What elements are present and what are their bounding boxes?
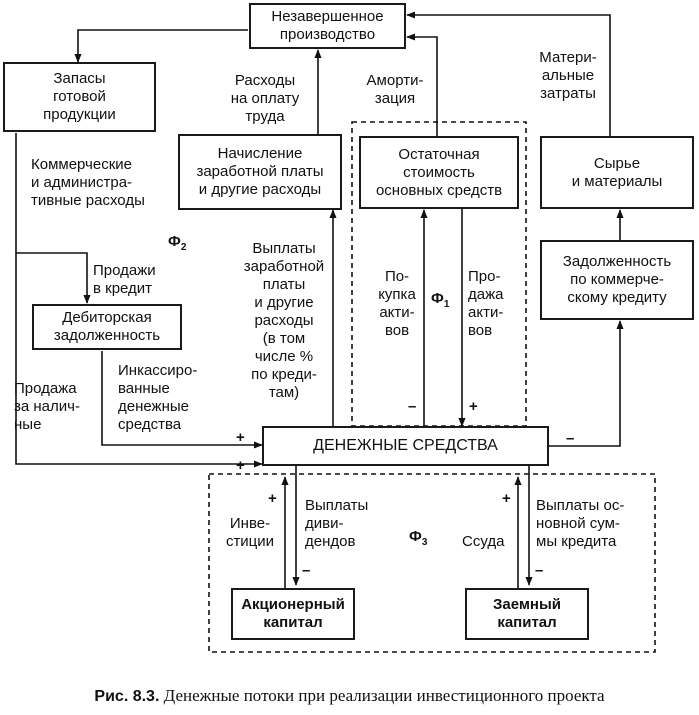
caption-number: Рис. 8.3. xyxy=(94,688,160,705)
label-principal-repayment: Выплаты ос- новной сум- мы кредита xyxy=(536,497,625,550)
sign-loan-plus: + xyxy=(502,490,511,507)
caption-text: Денежные потоки при реализации инвестици… xyxy=(163,686,605,705)
label-asset-sale: Про- дажа акти- вов xyxy=(468,268,504,339)
sign-investments-plus: + xyxy=(268,490,277,507)
arrow-depreciation-to-wip xyxy=(406,33,438,136)
arrow-cash-to-trade-credit xyxy=(549,320,624,447)
receivables-box: Дебиторская задолженность xyxy=(32,304,182,350)
sign-collected-plus: + xyxy=(236,429,245,446)
label-investments: Инве- стиции xyxy=(225,515,275,550)
arrow-finished-to-receivables xyxy=(15,133,91,304)
cash-box: ДЕНЕЖНЫЕ СРЕДСТВА xyxy=(262,426,549,466)
label-wage-costs: Расходы на оплату труда xyxy=(230,72,300,125)
raw-materials-box: Сырье и материалы xyxy=(540,136,694,209)
sign-cash-sales-plus: + xyxy=(236,457,245,474)
label-material-costs: Матери- альные затраты xyxy=(539,49,597,102)
arrow-cash-sales-to-cash xyxy=(15,253,263,468)
finished-goods-box: Запасы готовой продукции xyxy=(3,62,156,132)
residual-value-box: Остаточная стоимость основных средств xyxy=(359,136,519,209)
phi1-marker: Ф1 xyxy=(431,290,450,310)
arrow-receivables-to-cash xyxy=(101,351,263,449)
trade-credit-debt-box: Задолженность по коммерче- скому кредиту xyxy=(540,240,694,320)
label-depreciation: Аморти- зация xyxy=(366,72,424,107)
phi2-marker: Ф2 xyxy=(168,233,187,253)
arrow-wip-to-finished-goods xyxy=(74,29,248,63)
sign-repayment-minus: – xyxy=(535,562,544,579)
arrow-materials-to-wip xyxy=(406,11,611,136)
label-dividends: Выплаты диви- дендов xyxy=(305,497,369,550)
loan-capital-box: Заемный капитал xyxy=(465,588,589,640)
label-credit-sales: Продажи в кредит xyxy=(93,262,156,297)
group-phi1-box xyxy=(351,121,527,427)
figure-caption: Рис. 8.3. Денежные потоки при реализации… xyxy=(0,686,699,706)
wages-accrual-box: Начисление заработной платы и другие рас… xyxy=(178,134,342,210)
label-asset-purchase: По- купка акти- вов xyxy=(378,268,416,339)
label-cash-sales: Продажа за налич- ные xyxy=(14,380,80,433)
wip-box: Незавершенное производство xyxy=(249,3,406,49)
group-phi3-box xyxy=(208,473,656,653)
phi3-marker: Ф3 xyxy=(409,528,428,548)
equity-box: Акционерный капитал xyxy=(231,588,355,640)
label-collected-cash: Инкассиро- ванные денежные средства xyxy=(118,362,198,433)
label-loan: Ссуда xyxy=(462,533,505,550)
sign-sale-plus: + xyxy=(469,398,478,415)
sign-dividends-minus: – xyxy=(302,562,311,579)
sign-purchase-minus: – xyxy=(408,398,417,415)
label-commercial-admin: Коммерческие и администра- тивные расход… xyxy=(31,156,145,209)
sign-trade-credit-minus: – xyxy=(566,430,575,447)
label-wage-payments: Выплаты заработной платы и другие расход… xyxy=(243,240,325,401)
